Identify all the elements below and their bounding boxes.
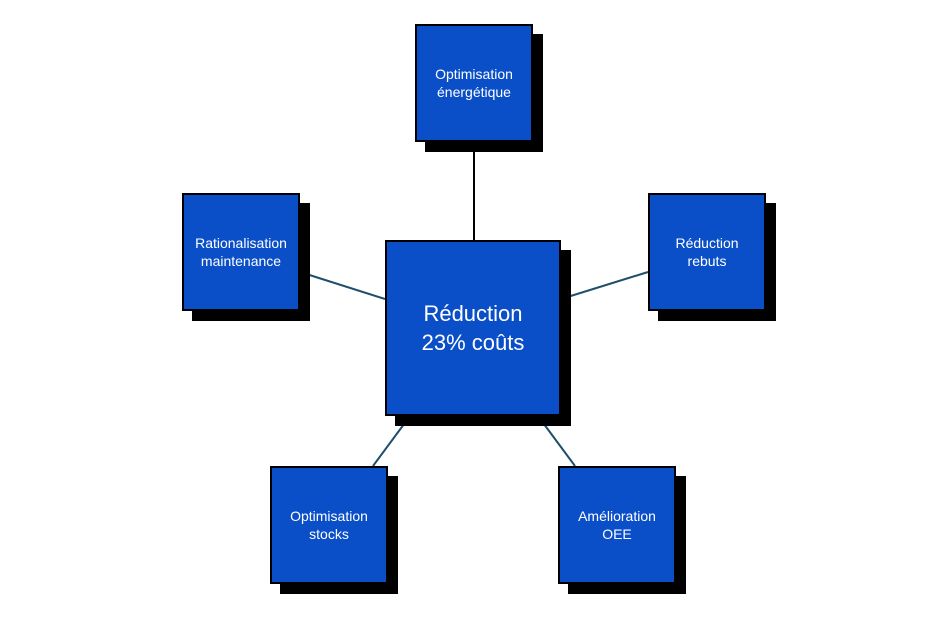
center-label-line2: 23% coûts xyxy=(421,330,525,355)
node-label-line1: Amélioration xyxy=(578,508,656,524)
node-label-line2: OEE xyxy=(602,526,632,542)
node-oee-amelioration: Amélioration OEE xyxy=(558,466,676,584)
node-label-line2: rebuts xyxy=(687,253,727,269)
node-stocks-optimisation: Optimisation stocks xyxy=(270,466,388,584)
node-label-line2: énergétique xyxy=(437,84,511,100)
node-rebuts-reduction: Réduction rebuts xyxy=(648,193,766,311)
node-label-line1: Optimisation xyxy=(290,508,368,524)
node-label-line1: Optimisation xyxy=(435,66,513,82)
node-label-line2: stocks xyxy=(309,526,349,542)
center-label-line1: Réduction xyxy=(423,301,523,326)
connector-oee xyxy=(537,415,576,467)
connector-stocks xyxy=(372,415,411,467)
node-center-cost-reduction: Réduction 23% coûts xyxy=(385,240,561,416)
node-maintenance-rationalisation: Rationalisation maintenance xyxy=(182,193,300,311)
node-energy-optimisation: Optimisation énergétique xyxy=(415,24,533,142)
node-label-line2: maintenance xyxy=(200,253,282,269)
connector-maintenance xyxy=(299,271,386,300)
node-label-line1: Rationalisation xyxy=(195,235,287,251)
node-label-line1: Réduction xyxy=(675,235,739,251)
connector-rebuts xyxy=(560,271,649,300)
